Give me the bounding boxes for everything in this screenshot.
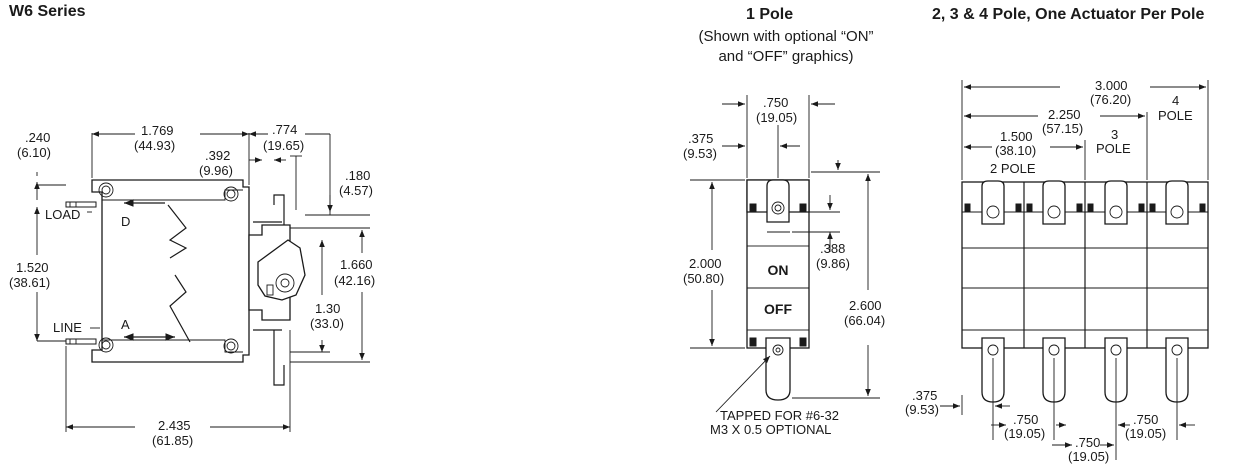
- dim-side-774-in: .774: [272, 122, 297, 137]
- dim-1p-2000-mm: (50.80): [683, 271, 724, 286]
- dim-side-774-mm: (19.65): [263, 138, 304, 153]
- one-pole-subtitle-1: (Shown with optional “ON”: [698, 28, 874, 45]
- side-view-labels: LOAD LINE D A .240 (6.10) 1.769 (44.93) …: [9, 122, 375, 448]
- dim-mp-3000-in: 3.000: [1095, 78, 1128, 93]
- dim-side-180-in: .180: [345, 168, 370, 183]
- off-graphic-label: OFF: [764, 301, 792, 317]
- dim-side-1520-in: 1.520: [16, 260, 49, 275]
- dim-side-1769-mm: (44.93): [134, 138, 175, 153]
- dim-side-2435-mm: (61.85): [152, 433, 193, 448]
- dim-mp-750c-mm: (19.05): [1125, 426, 1166, 441]
- a-label: A: [121, 317, 130, 332]
- dim-side-392-in: .392: [205, 148, 230, 163]
- dim-side-130-mm: (33.0): [310, 316, 344, 331]
- pole-top-4: [1149, 180, 1206, 225]
- multi-pole-title: 2, 3 & 4 Pole, One Actuator Per Pole: [932, 6, 1205, 23]
- dim-mp-750a-mm: (19.05): [1004, 426, 1045, 441]
- label-3-pole-num: 3: [1111, 127, 1118, 142]
- one-pole-labels: ON OFF .750 (19.05) .375 (9.53) .388 (9.…: [683, 95, 885, 437]
- dim-mp-750b-in: .750: [1075, 435, 1100, 450]
- dim-1p-2000-in: 2.000: [689, 256, 722, 271]
- dim-side-180-mm: (4.57): [339, 183, 373, 198]
- on-graphic-label: ON: [768, 262, 789, 278]
- multi-pole-labels: 3.000 (76.20) 2.250 (57.15) 1.500 (38.10…: [905, 78, 1193, 464]
- dim-side-240-mm: (6.10): [17, 145, 51, 160]
- dim-side-240-in: .240: [25, 130, 50, 145]
- one-pole-view: [690, 95, 880, 413]
- dim-1p-2600-mm: (66.04): [844, 313, 885, 328]
- dim-mp-375-mm: (9.53): [905, 402, 939, 417]
- label-4-pole-num: 4: [1172, 93, 1179, 108]
- multi-pole-view: [940, 80, 1209, 460]
- dim-side-2435-in: 2.435: [158, 418, 191, 433]
- dim-1p-375-in: .375: [688, 131, 713, 146]
- dim-mp-1500-in: 1.500: [1000, 129, 1033, 144]
- label-2-pole: 2 POLE: [990, 161, 1036, 176]
- one-pole-subtitle-2: and “OFF” graphics): [718, 48, 854, 65]
- dim-side-1660-mm: (42.16): [334, 273, 375, 288]
- load-label: LOAD: [45, 207, 80, 222]
- dim-mp-1500-mm: (38.10): [995, 143, 1036, 158]
- tapped-note-line2: M3 X 0.5 OPTIONAL: [710, 422, 831, 437]
- line-label: LINE: [53, 320, 82, 335]
- label-4-pole-word: POLE: [1158, 108, 1193, 123]
- side-view: [34, 131, 370, 432]
- dim-1p-388-in: .388: [820, 241, 845, 256]
- tapped-note-line1: TAPPED FOR #6-32: [720, 408, 839, 423]
- dim-1p-375-mm: (9.53): [683, 146, 717, 161]
- dim-mp-750c-in: .750: [1133, 412, 1158, 427]
- label-3-pole-word: POLE: [1096, 141, 1131, 156]
- dim-1p-750-mm: (19.05): [756, 110, 797, 125]
- pole-top-2: [1026, 180, 1083, 225]
- dim-side-1769-in: 1.769: [141, 123, 174, 138]
- pole-top-1: [964, 180, 1022, 225]
- dim-mp-750a-in: .750: [1013, 412, 1038, 427]
- pole-top-3: [1087, 180, 1145, 225]
- d-label: D: [121, 214, 130, 229]
- dim-side-1660-in: 1.660: [340, 257, 373, 272]
- dim-mp-2250-mm: (57.15): [1042, 121, 1083, 136]
- dim-side-130-in: 1.30: [315, 301, 340, 316]
- dim-side-392-mm: (9.96): [199, 163, 233, 178]
- series-title: W6 Series: [9, 3, 86, 20]
- dim-side-1520-mm: (38.61): [9, 275, 50, 290]
- one-pole-title: 1 Pole: [746, 6, 794, 23]
- dim-1p-388-mm: (9.86): [816, 256, 850, 271]
- dim-1p-750-in: .750: [763, 95, 788, 110]
- dim-1p-2600-in: 2.600: [849, 298, 882, 313]
- dim-mp-375-in: .375: [912, 388, 937, 403]
- dim-mp-3000-mm: (76.20): [1090, 92, 1131, 107]
- dim-mp-2250-in: 2.250: [1048, 107, 1081, 122]
- dim-mp-750b-mm: (19.05): [1068, 449, 1109, 464]
